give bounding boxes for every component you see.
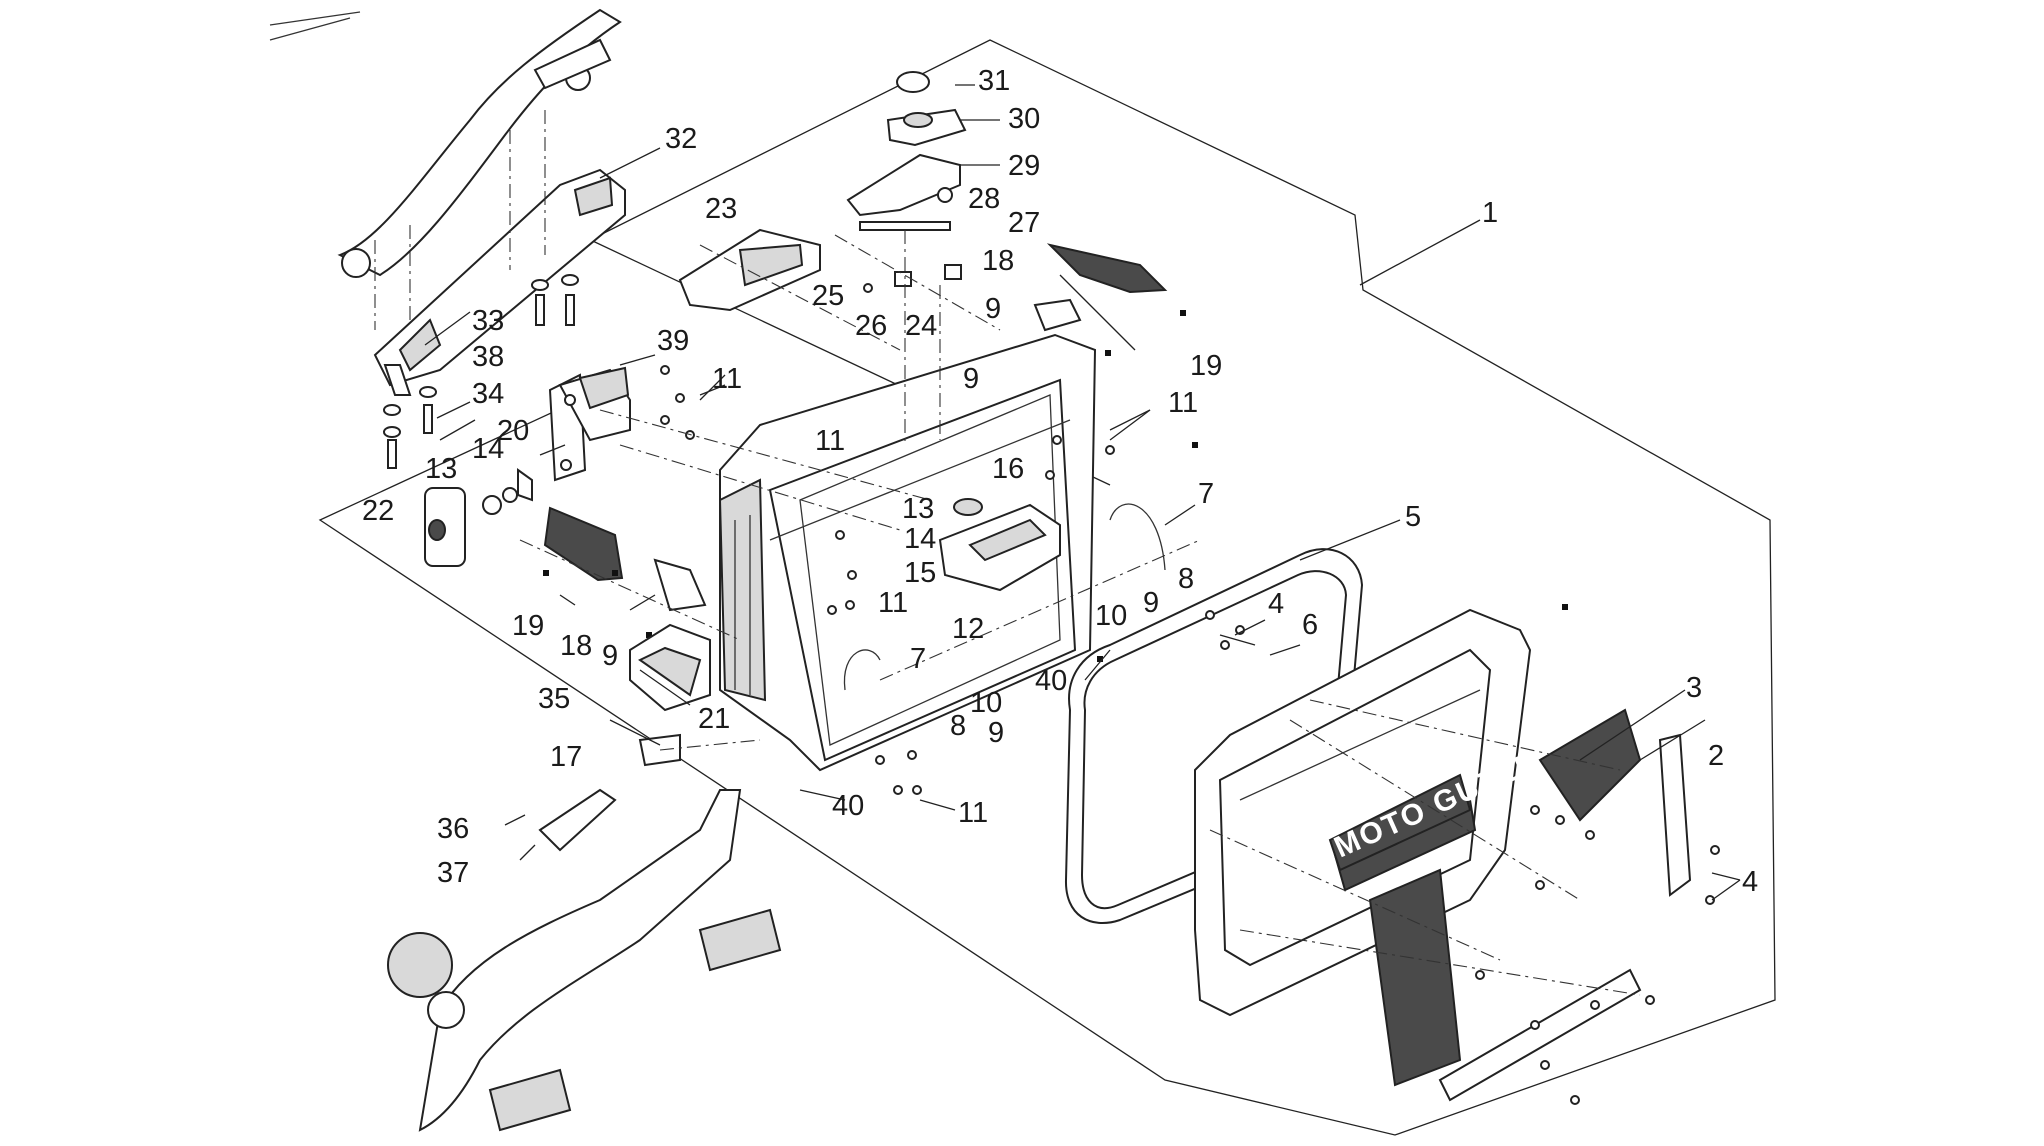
callout-33: 33 (472, 305, 504, 337)
top-hinge-bracket (678, 228, 821, 312)
callout-9e: 9 (988, 717, 1004, 749)
callout-23: 23 (705, 193, 737, 225)
callout-3: 3 (1686, 672, 1702, 704)
callout-9a: 9 (985, 293, 1001, 325)
callout-32: 32 (665, 123, 697, 155)
callout-9b: 9 (963, 363, 979, 395)
callout-18b: 18 (560, 630, 592, 662)
callout-9c: 9 (1143, 587, 1159, 619)
callout-18a: 18 (982, 245, 1014, 277)
callout-31: 31 (978, 65, 1010, 97)
frame-rail (269, 8, 622, 278)
callout-11e: 11 (958, 797, 988, 829)
callout-2: 2 (1708, 740, 1724, 772)
callout-7b: 7 (910, 643, 926, 675)
footrest-assembly (387, 733, 782, 1132)
callout-12: 12 (952, 613, 984, 645)
callout-labels: 1 2 3 4 4 5 6 7 7 8 8 9 9 9 9 9 10 10 11… (362, 65, 1758, 898)
callout-34: 34 (472, 378, 504, 410)
callout-15: 15 (904, 557, 936, 589)
upper-rack-bracket (373, 168, 626, 396)
latch-plate-left (543, 506, 707, 638)
callout-14a: 14 (472, 433, 504, 465)
callout-5: 5 (1405, 501, 1421, 533)
callout-11a: 11 (712, 363, 742, 395)
callout-1: 1 (1482, 197, 1498, 229)
alignment-lines-assembly (519, 230, 1641, 996)
side-mount-plate (548, 366, 631, 482)
callout-17: 17 (550, 741, 582, 773)
inner-bracket (938, 498, 1061, 592)
lid-side-panels (1368, 708, 1692, 1102)
callout-19a: 19 (1190, 350, 1222, 382)
callout-16: 16 (992, 453, 1024, 485)
callout-11d: 11 (878, 587, 908, 619)
callout-8b: 8 (950, 710, 966, 742)
hinge-block (629, 623, 711, 712)
case-lid (1194, 608, 1532, 1017)
case-body (718, 333, 1097, 772)
latch-plate-right (1033, 243, 1186, 356)
callout-14b: 14 (904, 523, 936, 555)
callout-4a: 4 (1268, 588, 1284, 620)
callout-19b: 19 (512, 610, 544, 642)
carry-handle-assembly (846, 71, 967, 293)
callout-8a: 8 (1178, 563, 1194, 595)
callout-35: 35 (538, 683, 570, 715)
callout-22: 22 (362, 495, 394, 527)
callout-20: 20 (497, 415, 529, 447)
callout-24: 24 (905, 310, 937, 342)
callout-10a: 10 (1095, 600, 1127, 632)
callout-13b: 13 (902, 493, 934, 525)
callout-26: 26 (855, 310, 887, 342)
bracket-bolts (383, 274, 579, 469)
callout-4b: 4 (1742, 866, 1758, 898)
callout-10b: 10 (970, 687, 1002, 719)
alignment-lines-frame (374, 110, 546, 330)
lock-cylinder (424, 468, 533, 567)
callout-38: 38 (472, 341, 504, 373)
callout-28: 28 (968, 183, 1000, 215)
callout-30: 30 (1008, 103, 1040, 135)
reference-markers (1097, 442, 1568, 662)
misc-screws (660, 365, 1720, 1105)
callout-11b: 11 (815, 425, 845, 457)
callout-7a: 7 (1198, 478, 1214, 510)
callout-37: 37 (437, 857, 469, 889)
callout-40b: 40 (832, 790, 864, 822)
callout-36: 36 (437, 813, 469, 845)
callout-39: 39 (657, 325, 689, 357)
tether-cables (843, 503, 1166, 691)
callout-6: 6 (1302, 609, 1318, 641)
callout-27: 27 (1008, 207, 1040, 239)
callout-9d: 9 (602, 640, 618, 672)
callout-13a: 13 (425, 453, 457, 485)
leader-lines (424, 84, 1741, 901)
callout-25: 25 (812, 280, 844, 312)
callout-11c: 11 (1168, 387, 1198, 419)
callout-29: 29 (1008, 150, 1040, 182)
callout-21: 21 (698, 703, 730, 735)
callout-40a: 40 (1035, 665, 1067, 697)
